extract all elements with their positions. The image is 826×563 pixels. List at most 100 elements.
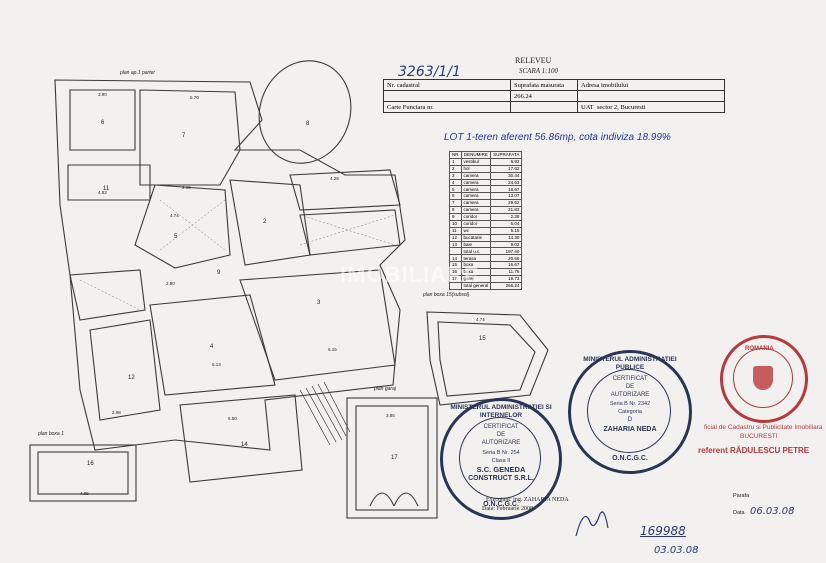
room-name: vestibul xyxy=(460,157,492,166)
room-number: 9 xyxy=(449,213,462,221)
room-number: 8 xyxy=(449,206,462,215)
dimension-label: 2.90 xyxy=(166,281,175,286)
room-name: camera xyxy=(460,178,492,187)
dimension-label: 2.15 xyxy=(182,185,191,190)
dimension-label: 3.85 xyxy=(386,413,395,418)
plan-label-boxa15: plan boxa 15(subsol) xyxy=(423,292,470,298)
cadastral-header-table: Nr. cadastral Suprafata masurata Adresa … xyxy=(383,79,725,113)
room-area: 2.28 xyxy=(490,213,523,221)
executant-line: Executant: ing. ZAHARIA NEDA xyxy=(486,497,569,503)
stamp-line: S.C. GENEDA xyxy=(476,465,526,474)
header-cell: Suprafata masurata xyxy=(510,79,578,91)
dimension-label: 5.70 xyxy=(190,95,199,100)
room-area: 6.92 xyxy=(490,157,523,166)
room-number: 12 xyxy=(449,233,462,242)
signature xyxy=(575,511,609,537)
handwritten-date-right: 06.03.08 xyxy=(750,506,795,517)
room-name: terasa xyxy=(460,254,492,263)
stamp-bottom: O.N.C.G.C. xyxy=(612,455,648,462)
lot-description: LOT 1-teren aferent 56.86mp, cota indivi… xyxy=(444,132,671,143)
col-header: DENUMIRE xyxy=(460,151,492,159)
stamp-line: AUTORIZARE xyxy=(610,392,650,398)
room-name: camera xyxy=(460,199,492,208)
room-area: 30.44 xyxy=(490,171,523,180)
col-header: NR xyxy=(449,151,462,159)
room-area: 16.67 xyxy=(490,261,523,270)
room-area: 14.30 xyxy=(490,233,523,242)
stamp-line: AUTORIZARE xyxy=(481,440,521,446)
dimension-label: 4.83 xyxy=(98,190,107,195)
room-number-4: 4 xyxy=(210,344,214,350)
room-name: coridor xyxy=(460,219,492,228)
ocpi-city: BUCURESTI xyxy=(740,433,778,440)
dimension-label: 4.74 xyxy=(476,317,485,322)
plan-label-garaj: plan garaj xyxy=(374,386,396,392)
room-area: 13.07 xyxy=(490,192,523,201)
room-number: 10 xyxy=(449,219,462,228)
header-cell: Nr. cadastral xyxy=(383,79,511,91)
stamp-line: D xyxy=(627,417,633,423)
room-area: 17.62 xyxy=(490,164,523,173)
stamp-line: Seria B Nr. 2342 xyxy=(609,401,651,407)
room-number-16: 16 xyxy=(87,461,94,467)
header-cell xyxy=(577,90,725,102)
watermark: IMOBILIARE xyxy=(340,262,480,287)
stamp-ring: MINISTERUL ADMINISTRATIEI SI INTERNELOR xyxy=(450,404,552,419)
room-number-5: 5 xyxy=(174,234,178,240)
room-area: 11.76 xyxy=(490,268,523,277)
uat-value: sector 2, Bucuresti xyxy=(596,103,646,111)
room-area: 197.40 xyxy=(490,247,523,256)
room-number-15: 15 xyxy=(479,336,486,342)
room-number-14: 14 xyxy=(241,442,248,448)
room-number-8: 8 xyxy=(306,121,310,127)
room-row: total u.c.197.40 xyxy=(449,247,523,256)
stamp-line: Categoria xyxy=(618,409,642,415)
room-area: 6.04 xyxy=(490,219,523,228)
data-label: Data xyxy=(733,510,745,516)
ocpi-red-stamp: ROMANIA xyxy=(720,335,808,423)
room-number-9: 9 xyxy=(217,270,221,276)
room-number-17: 17 xyxy=(391,455,398,461)
stamp-line: Clasa II xyxy=(491,458,511,464)
header-cell xyxy=(510,101,578,113)
stamp-bottom: O.N.C.G.C. xyxy=(483,501,519,508)
referent-name: referent RĂDULESCU PETRE xyxy=(698,446,810,455)
room-name: baie xyxy=(460,240,492,249)
room-number-6: 6 xyxy=(101,120,105,126)
room-area: 266.24 xyxy=(490,281,523,290)
room-name: camera xyxy=(460,206,492,215)
stamp-line: Seria B Nr. 254 xyxy=(482,450,520,456)
room-area: 19.73 xyxy=(490,275,523,283)
room-name: wc xyxy=(460,226,492,235)
header-cell: UAT sector 2, Bucuresti xyxy=(577,101,725,113)
room-name: total u.c. xyxy=(460,247,492,256)
room-name: bucatarie xyxy=(460,233,492,242)
room-name: camera xyxy=(460,185,492,194)
room-number: 3 xyxy=(449,171,462,180)
room-area: 16.67 xyxy=(490,185,523,194)
stamp-line: DE xyxy=(496,432,506,438)
stamp-line: ZAHARIA NEDA xyxy=(603,426,657,433)
document-scale: SCARA 1:100 xyxy=(519,67,558,75)
red-stamp-text: ROMANIA xyxy=(745,346,774,352)
room-area: 9.02 xyxy=(490,240,523,249)
dimension-label: 5.13 xyxy=(212,362,221,367)
header-cell: Carte Funciara nr. xyxy=(383,101,511,113)
stamp-line: CERTIFICAT xyxy=(612,376,648,382)
authorization-stamp-zaharia: CERTIFICAT DE AUTORIZARE Seria B Nr. 234… xyxy=(568,350,692,474)
room-number: 4 xyxy=(449,178,462,187)
room-name: hol xyxy=(460,164,492,173)
handwritten-date: 03.03.08 xyxy=(654,545,699,556)
dimension-label: 4.85 xyxy=(80,491,89,496)
room-number: 13 xyxy=(449,240,462,249)
